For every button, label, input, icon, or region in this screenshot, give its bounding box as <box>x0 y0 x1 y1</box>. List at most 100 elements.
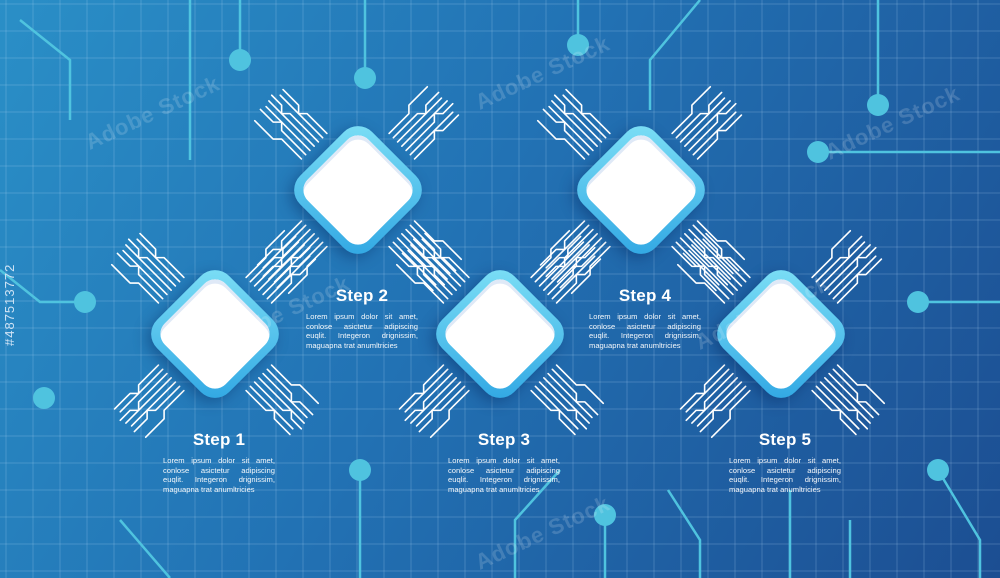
circuit-trace <box>268 100 320 143</box>
circuit-trace <box>555 364 605 405</box>
circuit-trace <box>282 88 324 139</box>
circuit-trace <box>684 102 737 147</box>
circuit-trace <box>396 91 440 143</box>
circuit-trace <box>828 244 871 296</box>
step-3-description: Lorem ipsum dolor sit amet, conlose asic… <box>448 456 560 494</box>
circuit-trace <box>828 372 880 416</box>
circuit-trace <box>265 105 307 156</box>
circuit-trace <box>538 381 590 424</box>
circuit-trace <box>407 249 449 300</box>
circuit-trace <box>259 108 311 152</box>
circuit-trace <box>570 245 611 295</box>
circuit-trace <box>702 238 751 279</box>
circuit-trace <box>413 111 454 160</box>
circuit-trace <box>675 241 717 292</box>
circuit-trace <box>410 372 453 424</box>
circuit-trace <box>144 389 185 439</box>
circuit-node <box>33 387 55 409</box>
circuit-trace <box>279 94 328 135</box>
step-4-title: Step 4 <box>618 286 672 305</box>
circuit-trace <box>388 245 437 286</box>
stock-image-id: #487513772 <box>2 263 17 346</box>
circuit-trace <box>815 241 866 283</box>
circuit-trace <box>819 235 863 287</box>
circuit-trace <box>536 119 586 160</box>
circuit-trace <box>705 232 747 283</box>
circuit-trace <box>565 88 607 139</box>
circuit-trace <box>543 377 588 430</box>
circuit-trace <box>691 372 734 424</box>
circuit-trace <box>392 97 443 139</box>
circuit-trace <box>401 252 453 296</box>
circuit-trace <box>262 372 314 416</box>
step-5-description: Lorem ipsum dolor sit amet, conlose asic… <box>729 456 841 494</box>
circuit-trace <box>119 377 172 422</box>
circuit-trace <box>692 114 743 156</box>
circuit-trace <box>551 228 594 280</box>
circuit-trace <box>542 108 594 152</box>
circuit-trace <box>553 94 598 147</box>
bg-trace <box>119 519 171 578</box>
circuit-trace <box>258 377 303 430</box>
circuit-trace <box>401 233 446 286</box>
circuit-trace <box>409 224 451 275</box>
circuit-trace <box>122 249 164 300</box>
circuit-trace <box>696 220 746 261</box>
circuit-trace <box>815 385 857 436</box>
circuit-trace <box>136 238 185 279</box>
circuit-trace <box>545 220 586 269</box>
circuit-trace <box>548 105 590 156</box>
circuit-trace <box>139 232 181 283</box>
circuit-trace <box>691 244 743 287</box>
circuit-trace <box>559 237 603 289</box>
circuit-trace <box>543 246 596 291</box>
circuit-node <box>74 291 96 313</box>
circuit-trace <box>405 228 457 272</box>
circuit-trace <box>429 389 470 439</box>
circuit-trace <box>424 232 466 283</box>
circuit-trace <box>270 364 320 405</box>
circuit-trace <box>538 235 582 287</box>
circuit-trace <box>398 368 449 410</box>
circuit-trace <box>547 244 590 296</box>
circuit-trace <box>530 229 571 279</box>
circuit-trace <box>555 255 596 304</box>
circuit-trace <box>253 381 305 424</box>
bg-trace <box>19 19 72 120</box>
circuit-trace <box>133 381 177 433</box>
circuit-trace <box>404 364 445 413</box>
step-1-title: Step 1 <box>192 430 246 449</box>
circuit-trace <box>116 252 168 296</box>
circuit-trace <box>110 263 160 304</box>
circuit-trace <box>268 228 311 280</box>
circuit-trace <box>262 220 303 269</box>
circuit-trace <box>418 381 462 433</box>
circuit-trace <box>811 389 860 430</box>
circuit-trace <box>262 233 315 278</box>
circuit-trace <box>693 238 738 291</box>
step-1-description: Lorem ipsum dolor sit amet, conlose asic… <box>163 456 275 494</box>
circuit-trace <box>551 368 593 419</box>
circuit-trace <box>412 238 457 291</box>
circuit-trace <box>556 241 607 283</box>
circuit-trace <box>409 114 460 156</box>
circuit-node <box>867 94 889 116</box>
circuit-trace <box>819 381 871 424</box>
bg-trace <box>0 269 85 304</box>
bg-trace <box>666 489 702 578</box>
circuit-trace <box>396 237 448 280</box>
circuit-trace <box>534 385 576 436</box>
circuit-trace <box>699 381 743 433</box>
circuit-trace <box>836 255 877 304</box>
step-3-title: Step 3 <box>477 430 531 449</box>
step-2: Step 2 Lorem ipsum dolor sit amet, conlo… <box>306 286 418 350</box>
circuit-trace <box>675 97 726 139</box>
circuit-trace <box>685 377 738 422</box>
circuit-trace <box>276 237 320 289</box>
circuit-trace <box>688 249 730 300</box>
circuit-node <box>354 67 376 89</box>
circuit-trace <box>676 263 726 304</box>
circuit-node <box>807 141 829 163</box>
circuit-trace <box>245 389 294 430</box>
